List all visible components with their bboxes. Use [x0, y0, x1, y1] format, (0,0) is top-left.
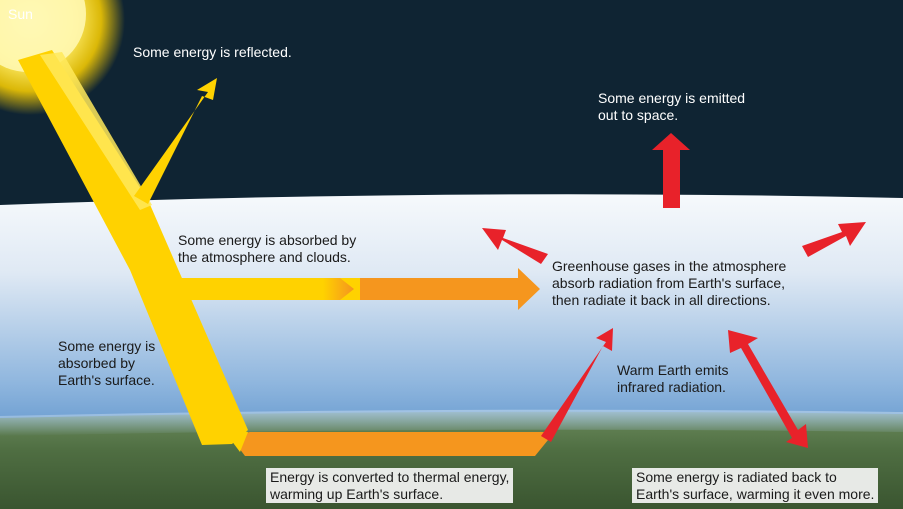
arrow-chevron-tip — [340, 278, 360, 300]
ir-left-arrow — [482, 228, 548, 264]
sun-core — [0, 0, 86, 72]
absorbed-surface-label: Some energy is absorbed by Earth's surfa… — [58, 338, 156, 388]
warm-earth-label: Warm Earth emits infrared radiation. — [617, 362, 729, 395]
thermal-surface-band — [230, 432, 548, 456]
absorbed-atmosphere-arrow — [166, 268, 540, 310]
radiated-back-label: Some energy is radiated back to Earth's … — [632, 468, 879, 503]
ir-right-arrow — [802, 222, 866, 257]
converted-thermal-label: Energy is converted to thermal energy, w… — [266, 468, 514, 503]
reflected-label: Some energy is reflected. — [133, 44, 292, 60]
emitted-space-label: Some energy is emitted out to space. — [598, 90, 746, 123]
incoming-sunlight-beam — [18, 50, 248, 445]
incoming-sunlight-highlight — [40, 52, 152, 210]
sun-label: Sun — [8, 6, 33, 22]
ir-warm-earth-arrow — [541, 328, 613, 442]
reflected-arrow — [134, 78, 217, 204]
absorbed-atmosphere-label: Some energy is absorbed by the atmospher… — [178, 232, 357, 265]
surface-arrow-head — [222, 428, 248, 452]
greenhouse-gases-label: Greenhouse gases in the atmosphere absor… — [552, 258, 787, 308]
ir-up-arrow — [652, 133, 690, 208]
ir-back-radiation-arrow — [728, 330, 808, 448]
